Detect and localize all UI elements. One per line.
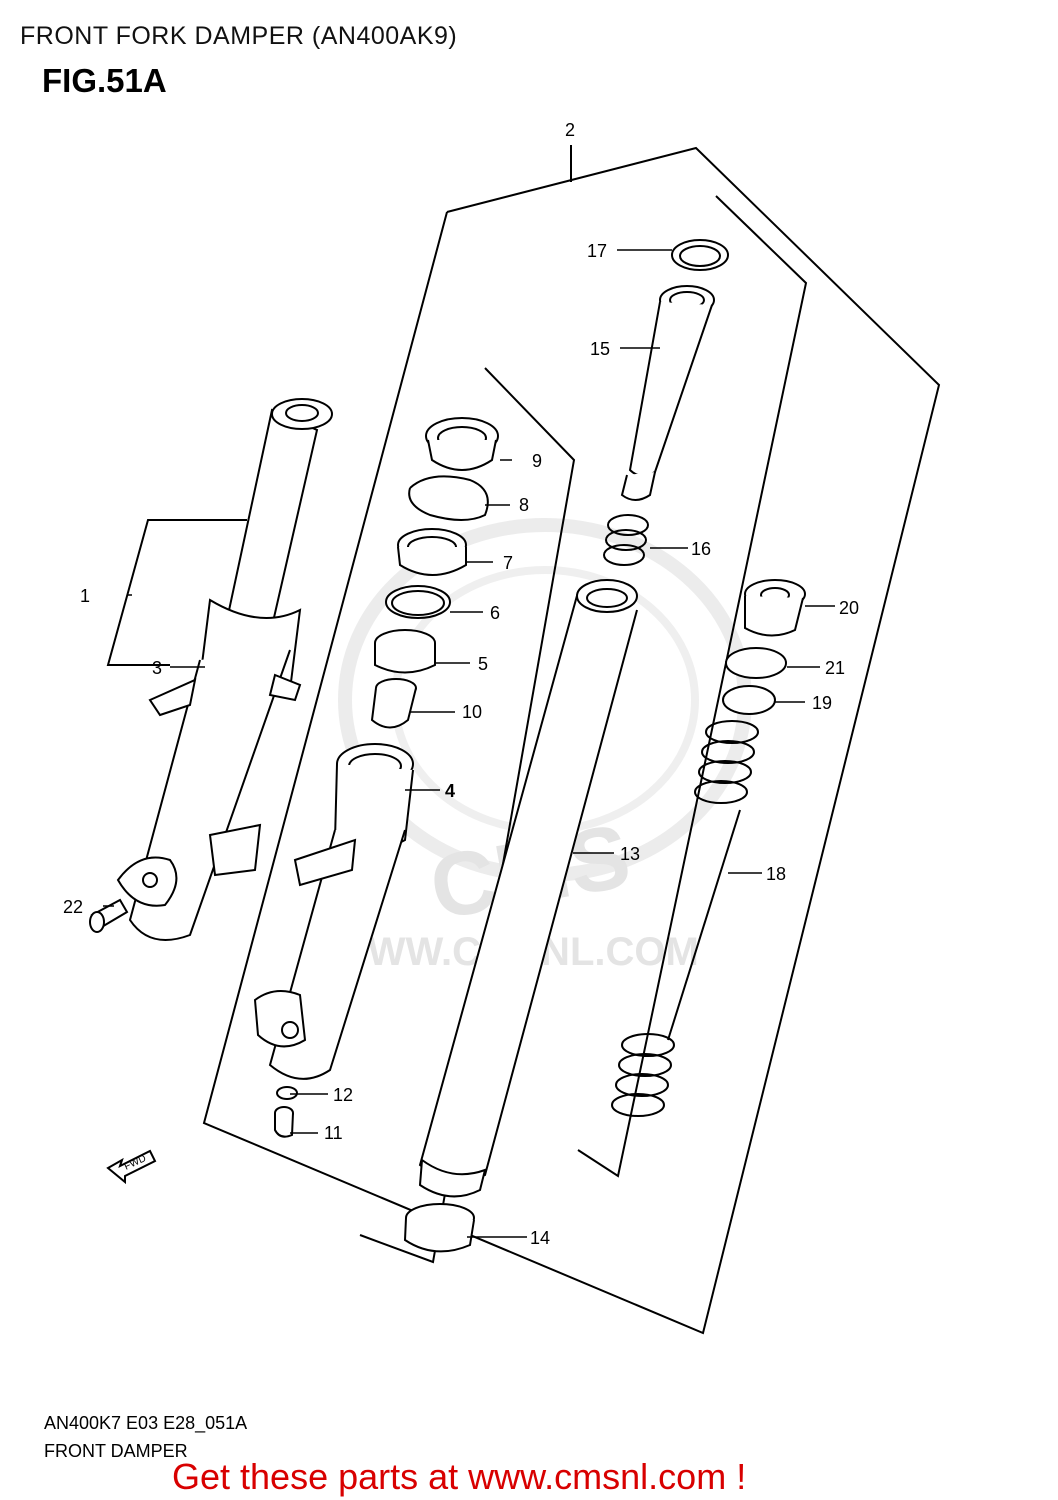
part-number-5: 5	[478, 654, 488, 674]
washer-6	[385, 585, 451, 619]
dust-seal-9	[425, 417, 499, 471]
diagram-code: AN400K7 E03 E28_051A	[44, 1413, 248, 1433]
part-number-16: 16	[691, 539, 711, 559]
part-number-2: 2	[565, 120, 575, 140]
part-number-12: 12	[333, 1085, 353, 1105]
bushing-5	[374, 629, 436, 674]
ring-17	[671, 239, 729, 271]
part-number-14: 14	[530, 1228, 550, 1248]
fork-spring-18	[611, 720, 759, 1117]
promo-link[interactable]: Get these parts at www.cmsnl.com !	[172, 1456, 747, 1497]
oil-seal-7	[397, 528, 467, 576]
part-number-8: 8	[519, 495, 529, 515]
part-number-10: 10	[462, 702, 482, 722]
part-number-6: 6	[490, 603, 500, 623]
group-bracket-inner	[577, 195, 808, 1178]
washer-12	[276, 1086, 298, 1100]
fork-inner-tube-lower	[253, 743, 414, 1080]
o-ring-19	[722, 685, 776, 715]
figure-label: FIG.51A	[42, 62, 167, 99]
circlip-8	[408, 475, 489, 521]
bolt-11	[274, 1106, 294, 1138]
cap-bolt-20	[744, 579, 806, 637]
fwd-direction-marker: FWD	[106, 1149, 157, 1185]
spring-16	[603, 514, 649, 566]
damper-cylinder-13	[418, 579, 638, 1198]
leader-lines	[103, 249, 835, 1238]
part-number-20: 20	[839, 598, 859, 618]
part-number-4: 4	[445, 781, 455, 801]
group-bracket-1	[106, 519, 247, 666]
part-number-18: 18	[766, 864, 786, 884]
bushing-10	[370, 678, 417, 729]
part-number-1: 1	[80, 586, 90, 606]
group-bracket-2	[202, 145, 941, 1335]
part-number-17: 17	[587, 241, 607, 261]
damper-rod-15	[620, 285, 715, 501]
part-number-3: 3	[152, 658, 162, 678]
diagram-name: FRONT DAMPER	[44, 1441, 188, 1461]
part-number-15: 15	[590, 339, 610, 359]
part-number-22: 22	[63, 897, 83, 917]
fork-outer-tube	[116, 398, 333, 941]
part-number-13: 13	[620, 844, 640, 864]
part-number-21: 21	[825, 658, 845, 678]
o-ring-21	[725, 647, 787, 679]
part-number-7: 7	[503, 553, 513, 573]
part-number-11: 11	[324, 1123, 343, 1143]
part-number-9: 9	[532, 451, 542, 471]
part-number-19: 19	[812, 693, 832, 713]
bolt-22	[89, 898, 129, 933]
bushing-14	[403, 1203, 475, 1253]
page-title: FRONT FORK DAMPER (AN400AK9)	[20, 22, 458, 50]
